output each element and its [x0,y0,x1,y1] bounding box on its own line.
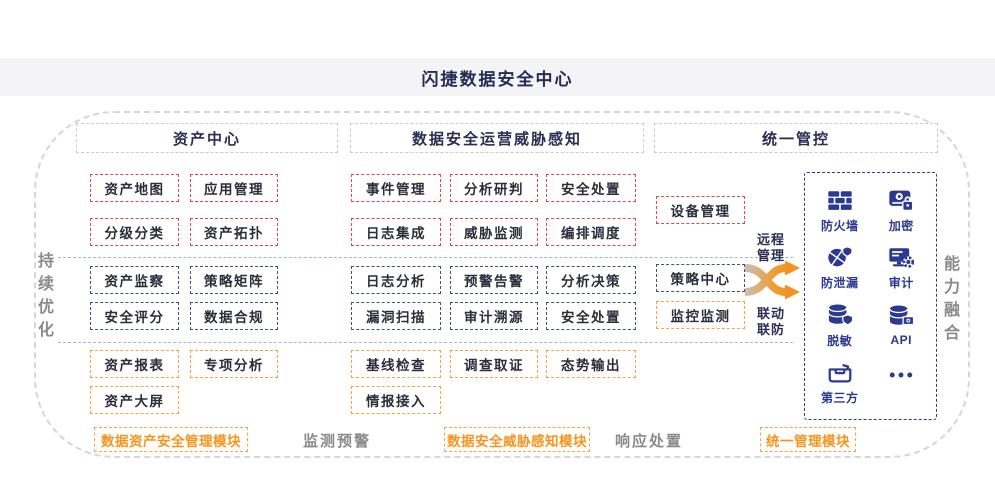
soc-box: 安全处置 [546,302,636,330]
capability-label: 防泄漏 [820,276,859,291]
soc-box: 分析研判 [450,174,538,202]
capability-item: 脱敏 [809,296,871,354]
capability-label: 脱敏 [827,333,853,348]
firewall-icon [828,191,852,210]
capability-item: API [871,296,933,354]
capability-label: 审计 [888,276,914,291]
audit-icon [889,248,915,268]
module-threat-perception: 数据安全威胁感知模块 [444,427,590,452]
soc-box: 日志分析 [351,266,441,294]
capability-item: 防火墙 [809,181,871,239]
phase-label-response-handling: 响应处置 [615,433,684,450]
asset-box: 资产地图 [90,174,179,202]
capability-panel: 防火墙 加密 防泄漏 [804,172,937,420]
soc-box: 态势输出 [546,350,636,378]
ellipsis-icon [890,372,913,378]
capability-label: 防火墙 [820,218,859,233]
page-title: 闪捷数据安全中心 [421,69,574,89]
capability-item: 审计 [871,239,933,297]
asset-box: 资产拓扑 [190,218,278,246]
header-soc-center: 数据安全运营威胁感知 [350,123,644,153]
unified-box: 监控监测 [656,301,745,329]
module-unified-management: 统一管理模块 [760,427,856,452]
soc-box: 审计溯源 [450,302,538,330]
soc-box: 分析决策 [546,266,636,294]
soc-box: 预警告警 [450,266,538,294]
capability-item [871,354,933,412]
asset-box: 资产监察 [90,266,179,294]
outer-frame [34,111,970,458]
soc-box: 威胁监测 [450,218,538,246]
asset-box: 应用管理 [190,174,278,202]
soc-box: 调查取证 [450,350,538,378]
asset-box: 数据合规 [190,302,278,330]
right-rail-label: 能力融合 [941,255,958,347]
header-asset-center: 资产中心 [76,123,338,153]
capability-label: API [890,333,912,348]
encryption-icon [889,190,914,211]
data-masking-icon [828,304,853,326]
asset-box: 专项分析 [190,350,278,378]
module-asset-security-management: 数据资产安全管理模块 [94,427,248,452]
header-unified-control: 统一管控 [654,123,938,153]
phase-label-monitoring-warning: 监测预警 [303,433,372,450]
swap-arrows-icon [744,260,800,300]
unified-box: 设备管理 [656,196,745,224]
soc-box: 事件管理 [351,174,441,202]
soc-box: 基线检查 [351,350,441,378]
capability-item: 第三方 [809,354,871,412]
soc-box: 安全处置 [546,174,636,202]
capability-item: 加密 [871,181,933,239]
soc-box: 编排调度 [546,218,636,246]
unified-box: 策略中心 [656,264,745,292]
leak-prevention-icon [828,246,853,267]
asset-box: 策略矩阵 [190,266,278,294]
api-icon [889,305,915,326]
arrow-label-remote-management: 远程管理 [756,232,785,264]
soc-box: 日志集成 [351,218,441,246]
capability-label: 第三方 [820,391,859,406]
title-bar: 闪捷数据安全中心 [0,58,995,96]
capability-item: 防泄漏 [809,239,871,297]
divider-collect-monitor [58,257,793,258]
arrow-label-joint-defense: 联动联防 [756,306,785,338]
third-party-icon [828,364,852,383]
asset-box: 资产报表 [90,350,179,378]
asset-box: 安全评分 [90,302,179,330]
soc-box: 情报接入 [351,386,441,414]
left-rail-label: 持续优化 [35,252,52,344]
asset-box: 资产大屏 [90,386,179,414]
divider-monitor-respond [58,342,793,343]
capability-label: 加密 [888,218,914,233]
soc-box: 漏洞扫描 [351,302,441,330]
asset-box: 分级分类 [90,218,179,246]
